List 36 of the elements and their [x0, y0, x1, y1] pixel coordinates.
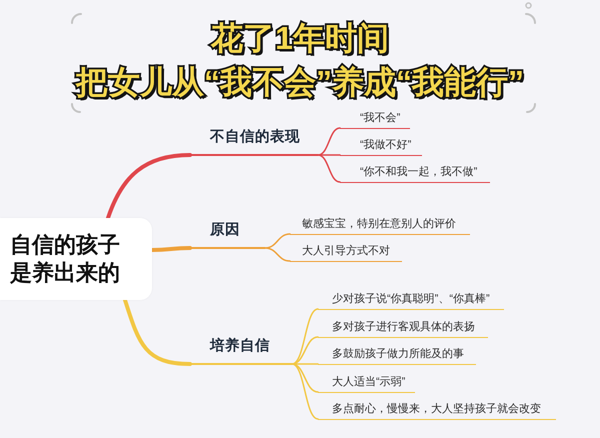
subtopic: [290, 214, 470, 235]
branch-line: [317, 154, 341, 183]
title: 花了1年时间把女儿从“我不会”养成“我能行”: [76, 19, 524, 102]
main-branch-line: [123, 298, 192, 366]
subtopic-label: 少对孩子说“你真聪明”、“你真棒”: [332, 292, 490, 306]
branch-label: 不自信的表现: [210, 128, 300, 146]
subtopic: [290, 242, 402, 262]
branch-line: [291, 308, 319, 365]
subtopic: [318, 318, 488, 338]
branch-line: [264, 233, 291, 249]
branch-line: [264, 247, 291, 262]
main-branch-line: [150, 246, 192, 252]
branch-line: [317, 127, 341, 156]
root-topic-box: [0, 218, 152, 300]
subtopic-label: 多鼓励孩子做力所能及的事: [332, 346, 464, 361]
subtopic-label: 敏感宝宝，特别在意别人的评价: [302, 216, 456, 231]
root-topic-text: 自信的孩子是养出来的: [10, 231, 121, 287]
subtopic: [318, 344, 476, 365]
branch-topic: [190, 335, 292, 365]
subtopic-label: “我不会”: [360, 110, 400, 125]
subtopic-label: 大人引导方式不对: [302, 244, 390, 258]
branch-line: [291, 363, 319, 420]
branch-topic: [190, 126, 318, 156]
subtopic-label: “你不和我一起，我不做”: [360, 164, 478, 179]
branch-label: 培养自信: [210, 337, 270, 355]
branch-line: [291, 363, 319, 393]
subtopic-label: 多对孩子进行客观具体的表扬: [332, 320, 475, 334]
branch-line: [291, 336, 319, 365]
subtopic-label: 多点耐心，慢慢来，大人坚持孩子就会改变: [332, 402, 541, 416]
branch-topic: [190, 219, 265, 249]
subtopic: [318, 400, 556, 420]
branch-label: 原因: [210, 221, 240, 239]
subtopic-label: “我做不好”: [360, 138, 412, 152]
main-branch-line: [106, 153, 192, 220]
subtopic: [318, 290, 504, 310]
subtopic-label: 大人适当“示弱”: [332, 374, 406, 389]
